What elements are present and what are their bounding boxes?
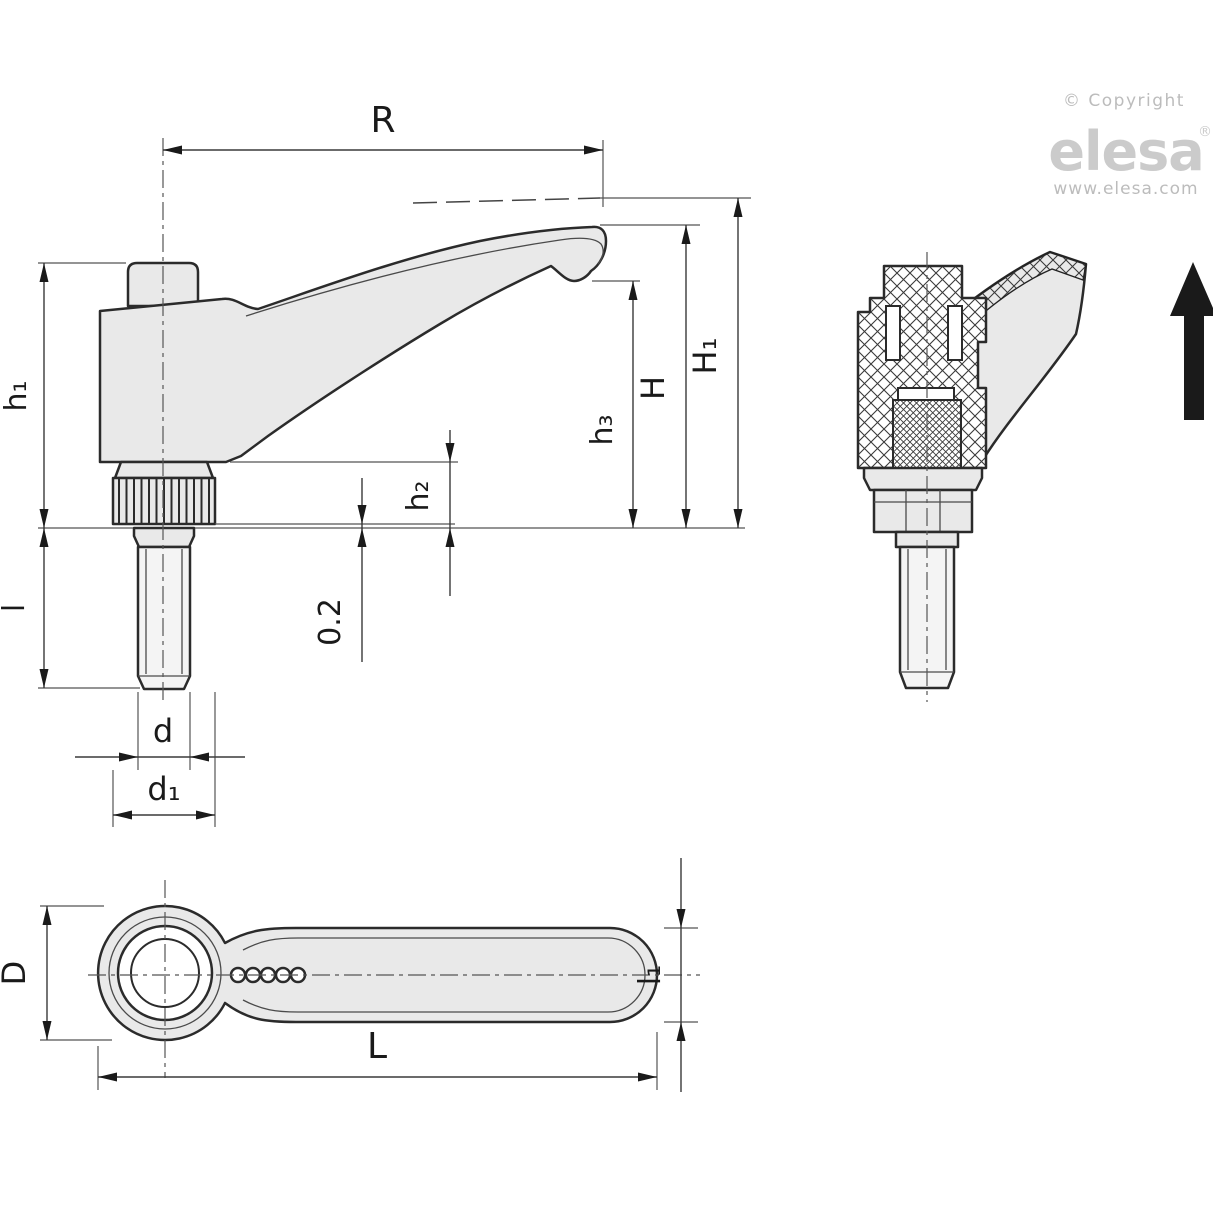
side-collar-flange [862, 466, 984, 492]
dimension-L: L [98, 1026, 657, 1082]
side-hex-bushing [872, 488, 974, 534]
dimension-h1: h₁ [0, 263, 49, 688]
dimension-d: d [75, 712, 245, 762]
dim-label-d1: d₁ [147, 770, 180, 808]
side-spring-gap [897, 387, 955, 401]
dim-label-H: H [634, 376, 672, 400]
dimension-tolerance: 0.2 [313, 478, 367, 662]
dim-label-l: l [0, 604, 32, 612]
dimension-R: R [163, 100, 603, 155]
knurl-stripes [118, 479, 210, 523]
collar-transition [113, 460, 215, 480]
website-text: www.elesa.com [1053, 179, 1198, 199]
bottom-lever-outline [96, 904, 659, 1042]
stud-neck [132, 526, 196, 549]
dimension-H1: H₁ [686, 198, 743, 528]
dimension-h2: h₂ [401, 430, 455, 596]
side-hex-facets [874, 490, 972, 532]
dim-label-h2: h₂ [401, 480, 436, 511]
registered-mark: ® [1198, 124, 1212, 140]
dimension-l1: l₁ [633, 858, 686, 1092]
elesa-logo: © Copyright elesa ® www.elesa.com [1048, 91, 1212, 199]
dim-label-H1: H₁ [686, 338, 724, 375]
thread-lines [138, 549, 190, 677]
dim-label-tolerance: 0.2 [313, 598, 348, 646]
dim-label-L: L [367, 1026, 387, 1067]
release-button [126, 261, 200, 308]
front-view-dimensions: R h₁ l 0.2 h₂ [0, 100, 751, 827]
up-direction-arrow-icon [1170, 262, 1213, 420]
logo-wordmark: elesa [1048, 120, 1203, 183]
dimension-D: D [0, 906, 52, 1040]
dimension-H: H [634, 225, 691, 528]
bottom-view [88, 880, 700, 1078]
dim-label-D: D [0, 961, 33, 986]
dim-label-h3: h₃ [585, 414, 620, 445]
dim-label-h1: h₁ [0, 380, 34, 411]
extension-lines-front [38, 140, 751, 827]
dim-label-l1: l₁ [633, 965, 668, 985]
side-slot-left [885, 305, 901, 361]
front-view [98, 138, 608, 700]
dimension-l: l [0, 528, 49, 688]
phantom-position-line [412, 197, 601, 204]
dim-label-d: d [153, 712, 173, 750]
handle-highlight-line [245, 237, 604, 317]
side-slot-right [947, 305, 963, 361]
side-section-view [856, 250, 1088, 702]
dim-label-R: R [370, 100, 395, 141]
copyright-text: © Copyright [1063, 91, 1185, 111]
dimension-h3: h₃ [585, 281, 638, 528]
bottom-view-dimensions: D l₁ L [0, 858, 698, 1092]
dimension-d1: d₁ [113, 770, 215, 820]
